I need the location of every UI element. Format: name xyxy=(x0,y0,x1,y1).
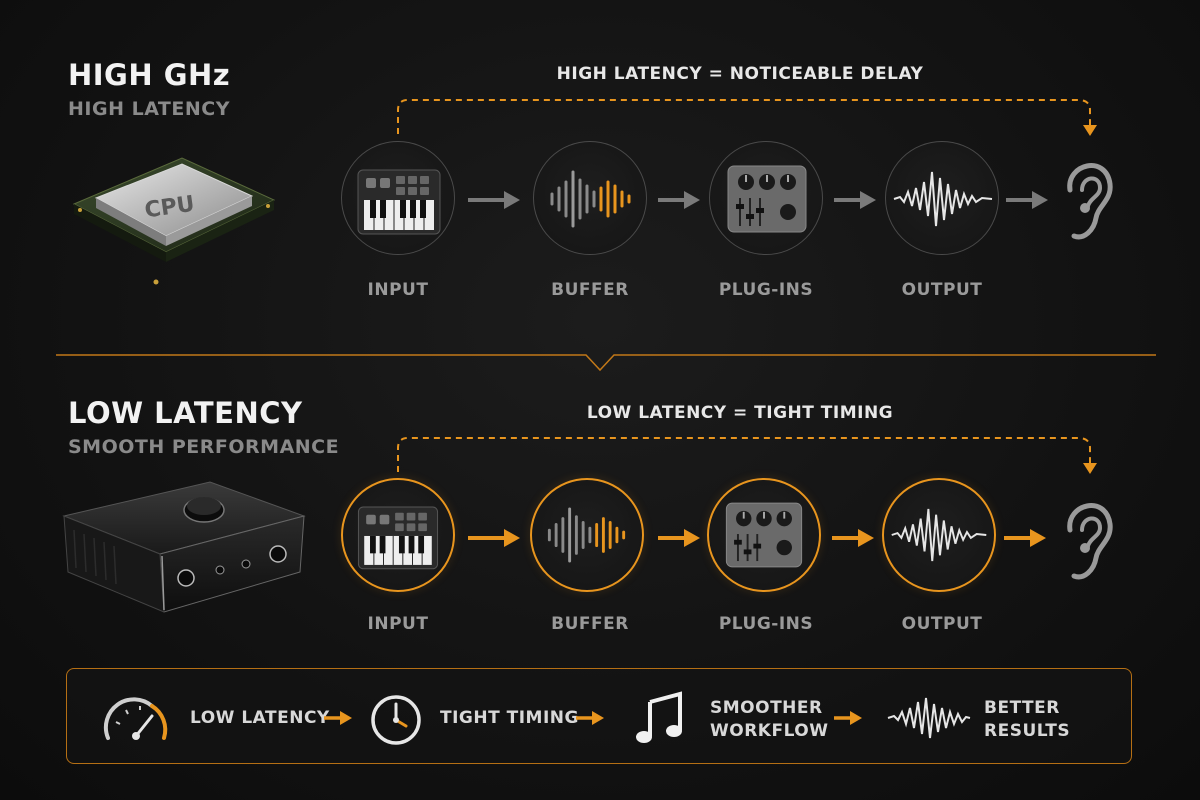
summary-smoother-workflow-line2: WORKFLOW xyxy=(710,721,829,741)
top-banner: HIGH LATENCY = NOTICEABLE DELAY xyxy=(556,64,924,84)
waveform-icon xyxy=(893,171,993,227)
top-label-output: OUTPUT xyxy=(901,280,983,300)
ear-icon xyxy=(1067,163,1113,240)
top-arrow-2 xyxy=(658,191,700,209)
waveform-icon xyxy=(550,170,631,228)
top-arrow-1 xyxy=(468,191,520,209)
top-buffer-stage xyxy=(533,141,647,255)
bottom-output-stage xyxy=(882,478,996,592)
summary-better-results-line2: RESULTS xyxy=(984,721,1071,741)
bottom-timing-arrowhead xyxy=(1083,463,1097,474)
top-delay-arrowhead xyxy=(1083,125,1097,136)
top-plugins-stage xyxy=(709,141,823,255)
top-output-stage xyxy=(885,141,999,255)
top-label-buffer: BUFFER xyxy=(551,280,629,300)
waveform-icon xyxy=(887,697,971,739)
top-delay-path xyxy=(397,99,1097,136)
bottom-arrow-4 xyxy=(1004,529,1046,547)
mixer-icon xyxy=(727,165,807,233)
summary-better-results-line1: BETTER xyxy=(984,698,1060,718)
bottom-input-stage xyxy=(341,478,455,592)
section-divider xyxy=(56,354,1156,372)
top-label-plugins: PLUG-INS xyxy=(718,280,814,300)
music-note-icon xyxy=(636,691,682,743)
summary-arrow-3 xyxy=(834,711,862,725)
bottom-plugins-stage xyxy=(707,478,821,592)
gauge-icon xyxy=(103,697,168,740)
waveform-icon xyxy=(547,507,626,563)
summary-tight-timing: TIGHT TIMING xyxy=(440,708,579,728)
summary-arrow-1 xyxy=(324,711,352,725)
keyboard-icon xyxy=(357,169,441,235)
mixer-icon xyxy=(725,502,803,568)
bottom-label-buffer: BUFFER xyxy=(551,614,629,634)
bottom-arrow-3 xyxy=(832,529,874,547)
cpu-icon: CPU xyxy=(72,157,276,285)
bottom-timing-path xyxy=(397,437,1097,474)
clock-icon xyxy=(371,695,421,745)
bottom-label-input: INPUT xyxy=(367,614,429,634)
bottom-section-title: LOW LATENCY xyxy=(68,396,303,430)
ear-icon xyxy=(1067,503,1113,580)
summary-low-latency: LOW LATENCY xyxy=(190,708,330,728)
bottom-label-output: OUTPUT xyxy=(901,614,983,634)
audio-interface-icon xyxy=(62,481,306,613)
keyboard-icon xyxy=(357,506,439,570)
waveform-icon xyxy=(891,508,987,562)
top-arrow-3 xyxy=(834,191,876,209)
bottom-section-subtitle: SMOOTH PERFORMANCE xyxy=(68,436,340,458)
top-section-subtitle: HIGH LATENCY xyxy=(68,98,230,120)
top-section-title: HIGH GHz xyxy=(68,58,231,92)
bottom-label-plugins: PLUG-INS xyxy=(718,614,814,634)
bottom-banner: LOW LATENCY = TIGHT TIMING xyxy=(586,403,894,423)
summary-arrow-2 xyxy=(576,711,604,725)
summary-smoother-workflow-line1: SMOOTHER xyxy=(710,698,823,718)
top-input-stage xyxy=(341,141,455,255)
bottom-arrow-2 xyxy=(658,529,700,547)
top-label-input: INPUT xyxy=(367,280,429,300)
bottom-buffer-stage xyxy=(530,478,644,592)
bottom-arrow-1 xyxy=(468,529,520,547)
top-arrow-4 xyxy=(1006,191,1048,209)
